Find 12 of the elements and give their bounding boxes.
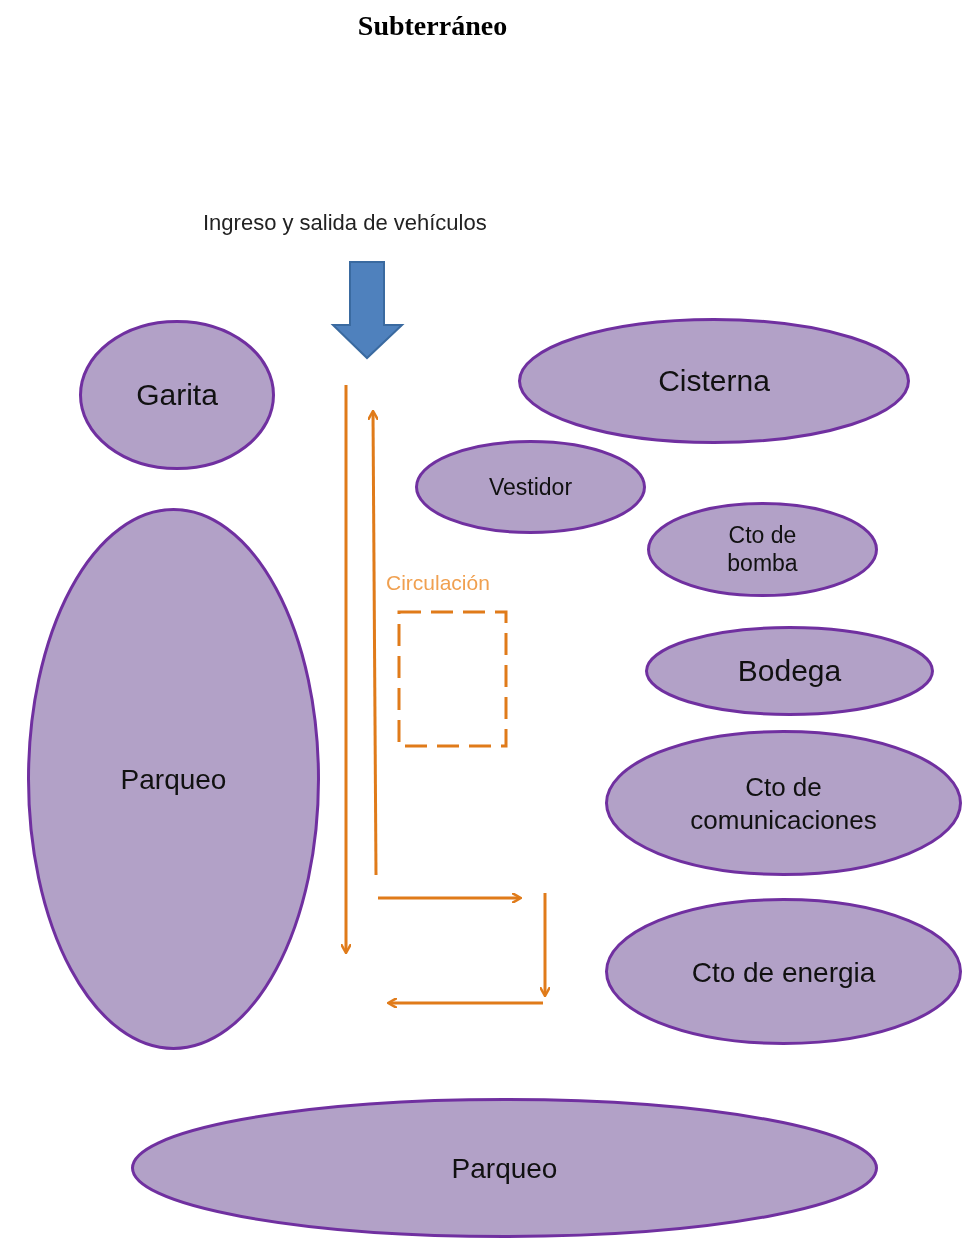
- zone-label: Parqueo: [119, 762, 228, 797]
- diagram-title: Subterráneo: [356, 10, 509, 42]
- zone-label: Vestidor: [487, 472, 574, 502]
- circulation-label: Circulación: [386, 570, 491, 596]
- zone-label: Cto de energia: [690, 955, 877, 989]
- zone-label: Garita: [135, 377, 219, 414]
- zone-label: Parqueo: [450, 1151, 559, 1186]
- zone-label: Cto de comunicaciones: [689, 770, 878, 836]
- zone-label: Cisterna: [657, 363, 771, 400]
- zone-label: Cto de bomba: [726, 520, 799, 579]
- zone-label: Bodega: [736, 653, 843, 690]
- entry-label: Ingreso y salida de vehículos: [203, 210, 487, 236]
